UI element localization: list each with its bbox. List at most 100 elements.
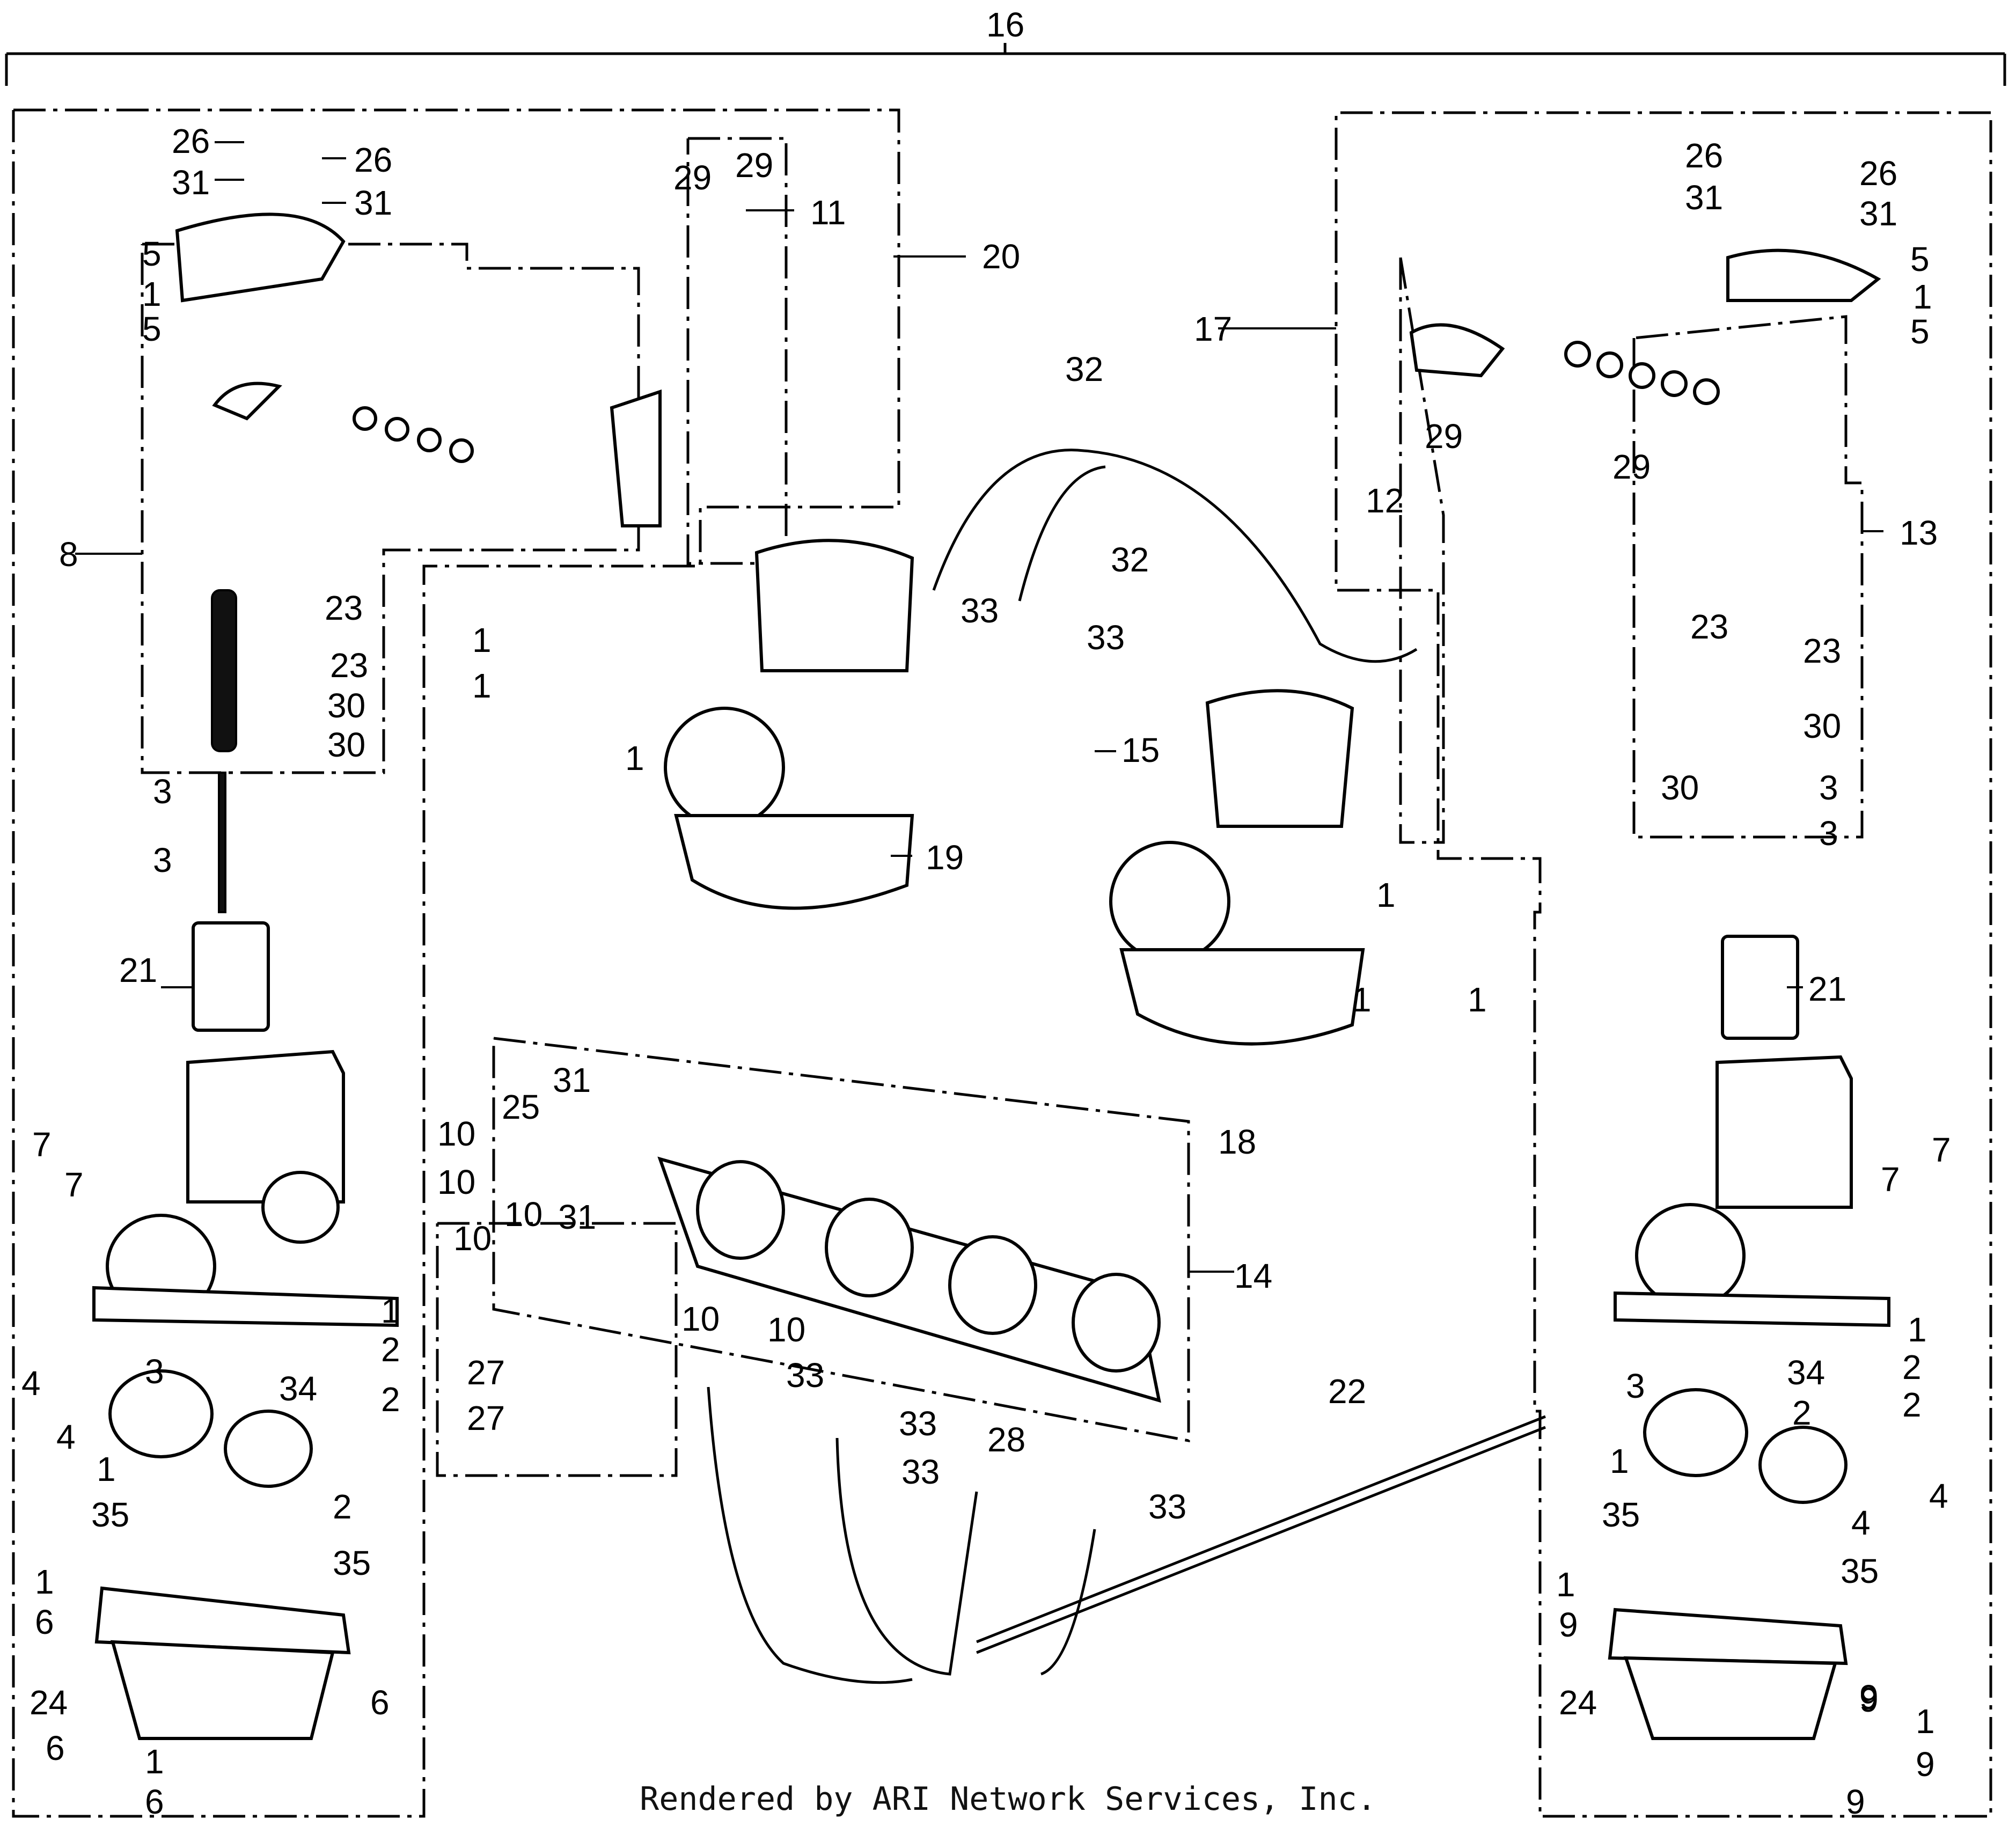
callout: 25	[502, 1088, 540, 1126]
callout: 17	[1194, 310, 1232, 348]
callout: 32	[1111, 540, 1149, 579]
callout: 35	[333, 1544, 371, 1582]
callout: 1	[1610, 1442, 1629, 1480]
callout: 28	[987, 1420, 1025, 1459]
callout: 1	[142, 275, 162, 313]
callout: 4	[1929, 1477, 1948, 1515]
callout: 31	[553, 1061, 591, 1099]
callout: 4	[1851, 1503, 1871, 1542]
callout: 32	[1065, 350, 1103, 388]
callout: 27	[467, 1353, 505, 1392]
callout: 5	[142, 234, 162, 273]
callout: 29	[673, 158, 712, 197]
leader-lines	[75, 141, 1883, 1273]
callout: 2	[333, 1487, 352, 1526]
callout: 29	[735, 146, 773, 185]
group-boxes	[12, 108, 1992, 1818]
callout: 1	[472, 666, 492, 705]
callout: 30	[327, 725, 365, 764]
callout: 1	[35, 1562, 54, 1601]
callout: 2	[1902, 1348, 1922, 1386]
callout: 24	[30, 1683, 68, 1722]
callout: 29	[1425, 417, 1463, 456]
callout: 15	[1121, 731, 1160, 769]
left-top-linkage	[175, 212, 662, 527]
callout: 33	[961, 591, 999, 630]
callout: 9	[1559, 1605, 1578, 1644]
callout: 1	[1352, 980, 1372, 1019]
callout: 21	[119, 951, 157, 989]
callout: 19	[926, 838, 964, 877]
carburetor-19	[664, 539, 914, 910]
callout: 7	[32, 1125, 52, 1164]
callout: 10	[453, 1219, 492, 1258]
callout: 29	[1612, 447, 1651, 486]
callout: 10	[681, 1300, 720, 1338]
callout: 33	[1148, 1487, 1186, 1526]
callout: 5	[142, 310, 162, 348]
right-carburetor	[1608, 935, 1890, 1740]
callout: 22	[1328, 1372, 1366, 1411]
callout: 35	[1602, 1495, 1640, 1534]
intake-manifold-14	[657, 1156, 1161, 1403]
callout: 3	[153, 841, 172, 879]
callout: 13	[1900, 513, 1938, 552]
callout: 14	[1234, 1257, 1272, 1295]
callout: 9	[1859, 1678, 1879, 1716]
callout: 2	[1792, 1393, 1812, 1432]
callout: 2	[381, 1380, 400, 1419]
callout: 31	[558, 1198, 596, 1236]
callout: 3	[153, 772, 172, 811]
callout: 24	[1559, 1683, 1597, 1722]
callout: 26	[354, 141, 392, 179]
left-carburetor	[92, 589, 399, 1740]
callout: 27	[467, 1399, 505, 1437]
callout-labels: 16 26 31 26 31 29 29 11 20 5 1 5 8 23 23…	[21, 5, 1951, 1821]
callout: 5	[1910, 240, 1930, 278]
callout: 30	[1803, 707, 1841, 745]
callout: 34	[1787, 1353, 1825, 1392]
callout: 6	[46, 1729, 65, 1767]
callout: 16	[986, 5, 1024, 44]
callout: 1	[1376, 876, 1396, 914]
hoses	[707, 449, 1546, 1684]
callout: 2	[1902, 1385, 1922, 1424]
callout: 3	[1819, 768, 1838, 807]
callout: 2	[381, 1330, 400, 1369]
callout: 1	[97, 1450, 116, 1488]
callout: 31	[1685, 178, 1723, 217]
callout: 35	[91, 1495, 129, 1534]
callout: 1	[145, 1742, 164, 1781]
callout: 3	[1819, 814, 1838, 853]
callout: 33	[899, 1404, 937, 1443]
callout: 9	[1916, 1745, 1935, 1784]
right-top-linkage	[1409, 248, 1881, 405]
callout: 7	[1881, 1160, 1900, 1199]
callout: 26	[1685, 136, 1723, 175]
callout: 1	[1913, 277, 1932, 316]
callout: 23	[330, 646, 368, 685]
callout: 1	[472, 621, 492, 659]
callout: 30	[1661, 768, 1699, 807]
callout: 6	[35, 1603, 54, 1641]
callout: 26	[1859, 154, 1897, 193]
credit-footer: Rendered by ARI Network Services, Inc.	[640, 1780, 1376, 1818]
callout: 1	[1556, 1565, 1575, 1604]
callout: 6	[145, 1782, 164, 1821]
callout: 20	[982, 237, 1020, 276]
callout: 11	[810, 193, 846, 232]
callout: 4	[21, 1364, 41, 1403]
carburetor-18	[1109, 689, 1365, 1046]
callout: 6	[370, 1683, 390, 1722]
callout: 21	[1808, 970, 1846, 1008]
callout: 26	[172, 122, 210, 160]
callout: 10	[437, 1163, 475, 1201]
callout: 7	[64, 1165, 84, 1204]
callout: 31	[172, 163, 210, 202]
callout: 3	[145, 1352, 164, 1391]
callout: 18	[1218, 1122, 1256, 1161]
callout: 12	[1366, 481, 1404, 520]
callout: 33	[1087, 618, 1125, 657]
callout: 4	[56, 1418, 76, 1456]
